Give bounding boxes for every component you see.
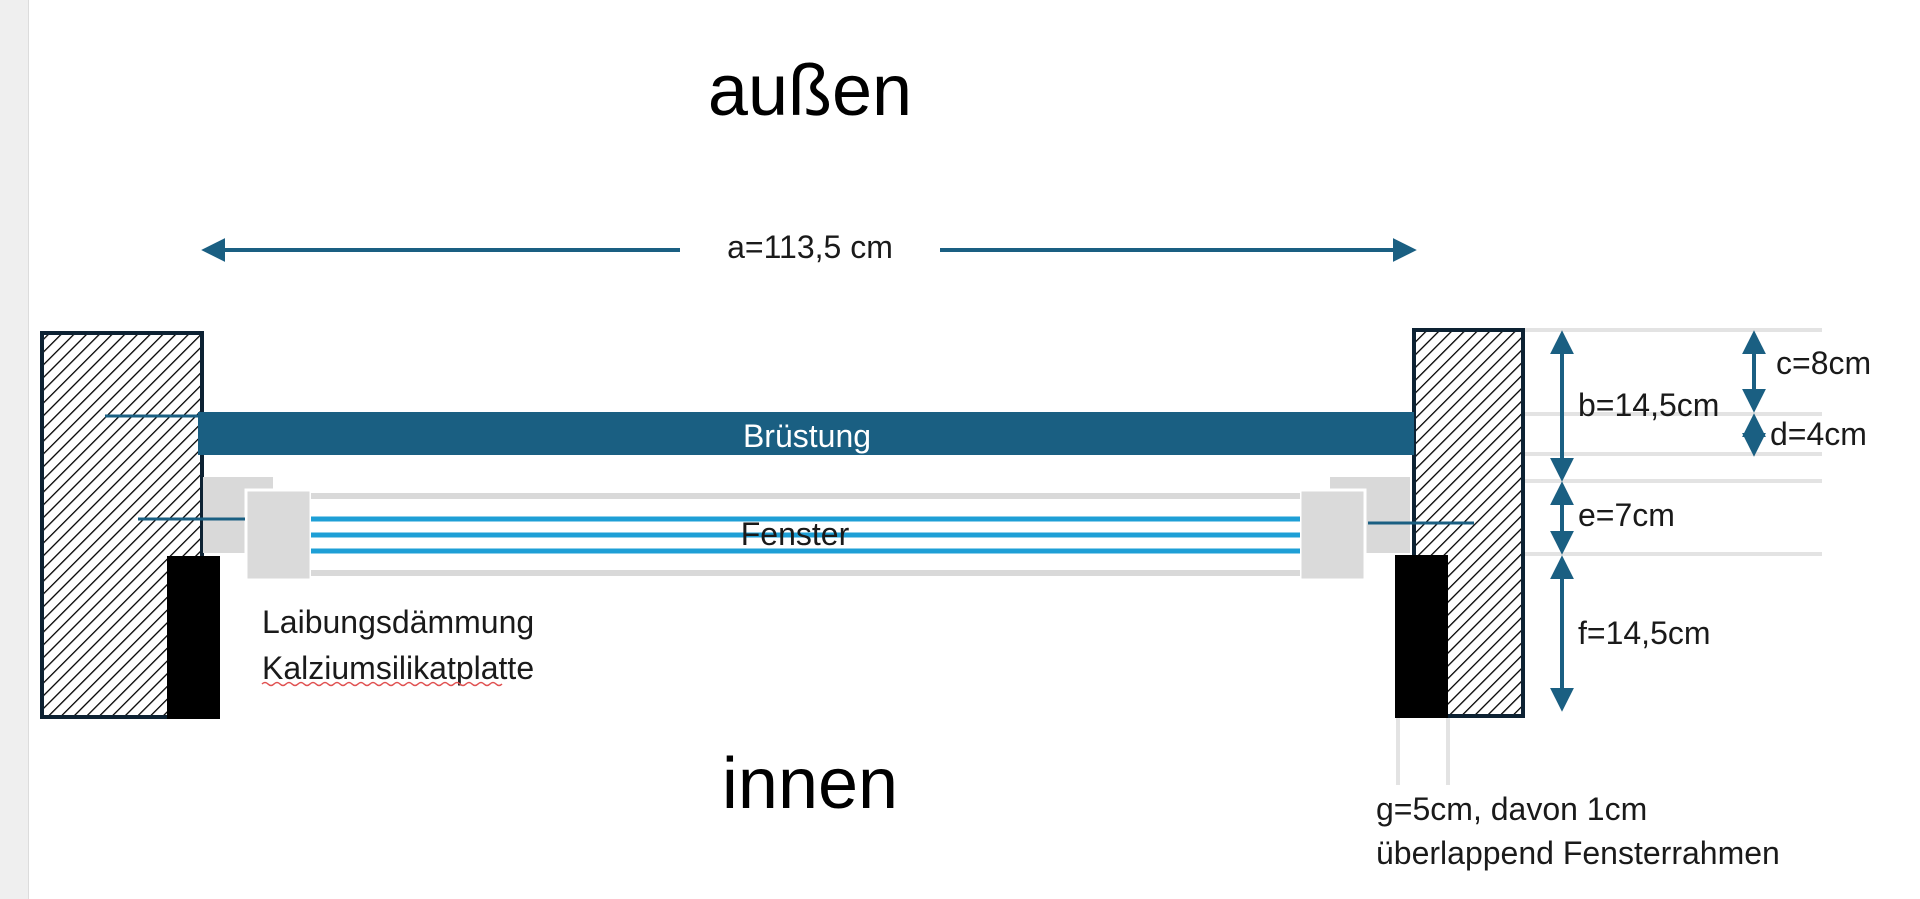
left-margin-strip (0, 0, 28, 899)
left-reveal-insulation (167, 556, 220, 719)
dimension-g-label-line2: überlappend Fensterrahmen (1376, 835, 1780, 871)
dimension-g-label-line1: g=5cm, davon 1cm (1376, 791, 1647, 827)
parapet-bar (198, 412, 1414, 455)
inside-label: innen (722, 744, 898, 824)
outside-label: außen (708, 51, 912, 131)
calcium-silicate-label: Kalziumsilikatplatte (262, 650, 534, 686)
dimension-b-label: b=14,5cm (1578, 387, 1719, 423)
dimension-c-label: c=8cm (1776, 345, 1871, 381)
dimension-e-label: e=7cm (1578, 497, 1675, 533)
window-label: Fenster (741, 516, 850, 552)
parapet-label: Brüstung (743, 418, 871, 454)
spellcheck-underline (261, 681, 503, 687)
dimension-d-label: d=4cm (1770, 416, 1867, 452)
dimension-f-label: f=14,5cm (1578, 615, 1711, 651)
window-frame (203, 477, 1410, 582)
reveal-insulation-label: Laibungsdämmung (262, 604, 534, 640)
right-reveal-insulation (1395, 555, 1448, 718)
window-glass-panes (311, 516, 1300, 554)
dimension-a-label: a=113,5 cm (727, 229, 893, 265)
